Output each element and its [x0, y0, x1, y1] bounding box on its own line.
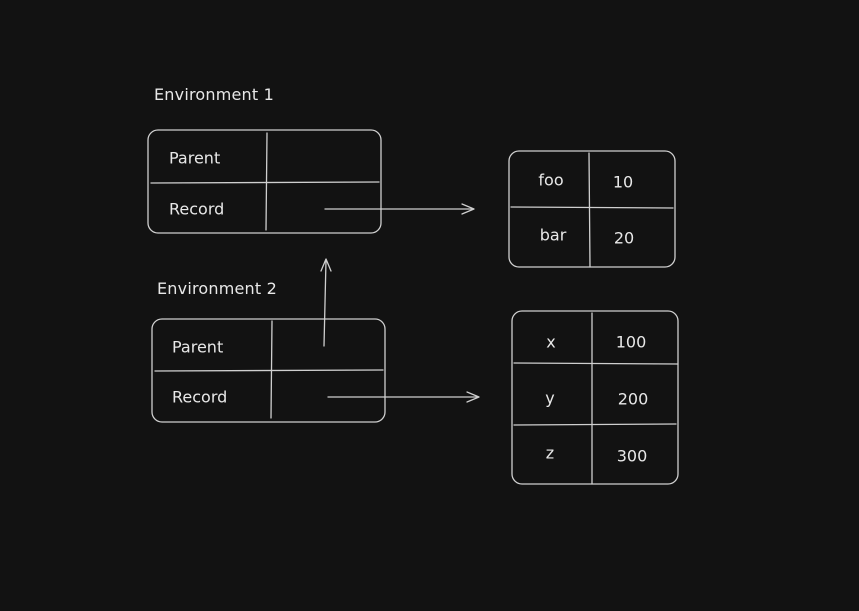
record1-box: [508, 150, 676, 268]
record1-row-value: 20: [613, 228, 635, 248]
record1-row-value: 10: [612, 172, 634, 192]
record2-row-divider-1: [513, 362, 679, 365]
arrow-env1-record: [324, 203, 475, 215]
env2-title: Environment 2: [157, 279, 278, 298]
env1-record-label: Record: [169, 199, 225, 219]
record2-row-value: 300: [616, 446, 648, 466]
env1-column-divider: [265, 132, 268, 231]
record1-row-name: foo: [538, 170, 564, 190]
record2-row-divider-2: [513, 423, 677, 426]
env2-row-divider: [154, 369, 384, 372]
record2-row-name: x: [546, 332, 556, 352]
env1-title: Environment 1: [154, 85, 275, 104]
arrow-env2-record: [327, 391, 480, 403]
record1-row-divider: [510, 206, 674, 209]
record2-row-name: y: [545, 388, 555, 408]
record1-column-divider: [588, 152, 591, 268]
env1-parent-label: Parent: [169, 148, 221, 168]
env1-row-divider: [150, 181, 380, 184]
record2-row-value: 200: [617, 389, 649, 409]
record2-row-name: z: [545, 443, 555, 463]
env2-parent-label: Parent: [172, 337, 224, 357]
env1-box: [147, 129, 382, 234]
env2-box: [151, 318, 386, 423]
env2-column-divider: [270, 320, 273, 419]
record2-row-value: 100: [615, 332, 647, 352]
arrow-env2-parent: [320, 258, 332, 347]
env2-record-label: Record: [172, 387, 228, 407]
record1-row-name: bar: [539, 225, 567, 245]
record2-box: [511, 310, 679, 485]
